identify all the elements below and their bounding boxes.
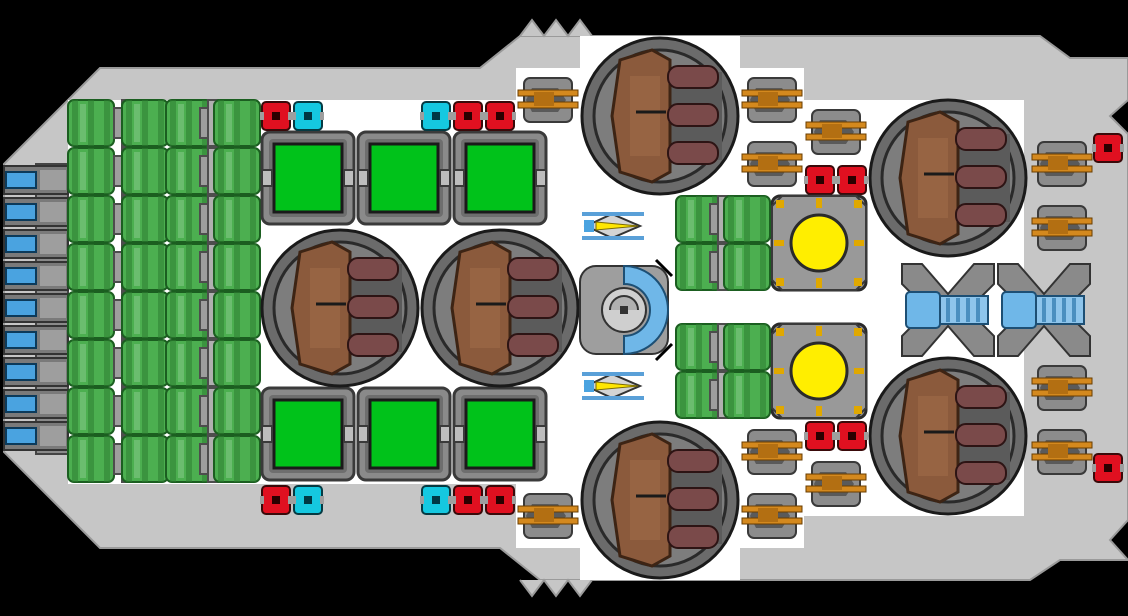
fuel-tank-icon[interactable]	[723, 323, 771, 371]
heavy-turret-icon[interactable]	[868, 356, 1028, 516]
cockpit-icon[interactable]	[579, 258, 674, 362]
heavy-turret-icon[interactable]	[260, 228, 420, 388]
cyan-node-icon[interactable]	[419, 485, 453, 515]
autocannon-icon[interactable]	[741, 77, 803, 123]
heavy-turret-icon[interactable]	[580, 36, 740, 196]
fuel-tank-icon[interactable]	[67, 243, 115, 291]
red-node-icon[interactable]	[803, 421, 837, 451]
armor-plate-icon[interactable]	[260, 130, 356, 226]
fuel-tank-icon[interactable]	[213, 435, 261, 483]
fuel-tank-icon[interactable]	[67, 291, 115, 339]
autocannon-icon[interactable]	[517, 493, 579, 539]
fuel-tank-icon[interactable]	[213, 243, 261, 291]
fuel-tank-icon[interactable]	[213, 387, 261, 435]
cyan-node-icon[interactable]	[291, 485, 325, 515]
fuel-tank-icon[interactable]	[121, 147, 169, 195]
reactor-icon[interactable]	[770, 322, 868, 420]
thruster-icon[interactable]	[3, 421, 69, 451]
red-node-icon[interactable]	[803, 165, 837, 195]
fuel-tank-icon[interactable]	[213, 147, 261, 195]
fuel-tank-icon[interactable]	[121, 387, 169, 435]
red-node-icon[interactable]	[835, 165, 869, 195]
fuel-tank-icon[interactable]	[723, 371, 771, 419]
thruster-icon[interactable]	[3, 165, 69, 195]
armor-plate-icon[interactable]	[356, 386, 452, 482]
red-node-icon[interactable]	[483, 101, 517, 131]
armor-plate-icon[interactable]	[452, 130, 548, 226]
heavy-turret-icon[interactable]	[580, 420, 740, 580]
fuel-tank-icon[interactable]	[121, 243, 169, 291]
fuel-tank-icon[interactable]	[121, 291, 169, 339]
cyan-node-icon[interactable]	[419, 101, 453, 131]
fuel-tank-icon[interactable]	[121, 435, 169, 483]
fuel-tank-icon[interactable]	[67, 387, 115, 435]
autocannon-icon[interactable]	[517, 77, 579, 123]
thruster-icon[interactable]	[3, 261, 69, 291]
fuel-tank-icon[interactable]	[121, 339, 169, 387]
hull-teeth-bottom	[519, 578, 593, 598]
cyan-node-icon[interactable]	[291, 101, 325, 131]
red-node-icon[interactable]	[451, 485, 485, 515]
thruster-icon[interactable]	[3, 229, 69, 259]
fuel-tank-icon[interactable]	[213, 99, 261, 147]
red-node-icon[interactable]	[1091, 133, 1125, 163]
fuel-tank-icon[interactable]	[67, 339, 115, 387]
armor-plate-icon[interactable]	[260, 386, 356, 482]
fuel-tank-icon[interactable]	[213, 291, 261, 339]
thruster-icon[interactable]	[3, 325, 69, 355]
thruster-icon[interactable]	[3, 389, 69, 419]
red-node-icon[interactable]	[1091, 453, 1125, 483]
red-node-icon[interactable]	[259, 485, 293, 515]
red-node-icon[interactable]	[483, 485, 517, 515]
fuel-tank-icon[interactable]	[121, 195, 169, 243]
autocannon-icon[interactable]	[1031, 141, 1093, 187]
fuel-tank-icon[interactable]	[213, 195, 261, 243]
fuel-tank-icon[interactable]	[67, 147, 115, 195]
red-node-icon[interactable]	[451, 101, 485, 131]
thruster-icon[interactable]	[3, 357, 69, 387]
fuel-tank-icon[interactable]	[723, 195, 771, 243]
heavy-turret-icon[interactable]	[420, 228, 580, 388]
fuel-tank-icon[interactable]	[723, 243, 771, 291]
thruster-icon[interactable]	[3, 293, 69, 323]
fuel-tank-icon[interactable]	[67, 99, 115, 147]
armor-plate-icon[interactable]	[452, 386, 548, 482]
red-node-icon[interactable]	[259, 101, 293, 131]
reactor-icon[interactable]	[770, 194, 868, 292]
autocannon-icon[interactable]	[741, 141, 803, 187]
autocannon-icon[interactable]	[805, 461, 867, 507]
thruster-icon[interactable]	[3, 197, 69, 227]
fuel-tank-icon[interactable]	[213, 339, 261, 387]
armor-plate-icon[interactable]	[356, 130, 452, 226]
thruster-column	[3, 165, 69, 451]
command-section	[579, 211, 674, 401]
heavy-turret-icon[interactable]	[868, 98, 1028, 258]
autocannon-icon[interactable]	[1031, 205, 1093, 251]
autocannon-icon[interactable]	[1031, 365, 1093, 411]
fuel-tank-icon[interactable]	[67, 435, 115, 483]
red-node-icon[interactable]	[835, 421, 869, 451]
autocannon-icon[interactable]	[805, 109, 867, 155]
hull-teeth-top	[519, 18, 593, 38]
autocannon-icon[interactable]	[741, 493, 803, 539]
autocannon-icon[interactable]	[741, 429, 803, 475]
autocannon-icon[interactable]	[1031, 429, 1093, 475]
fuel-tank-icon[interactable]	[121, 99, 169, 147]
fuel-tank-icon[interactable]	[67, 195, 115, 243]
